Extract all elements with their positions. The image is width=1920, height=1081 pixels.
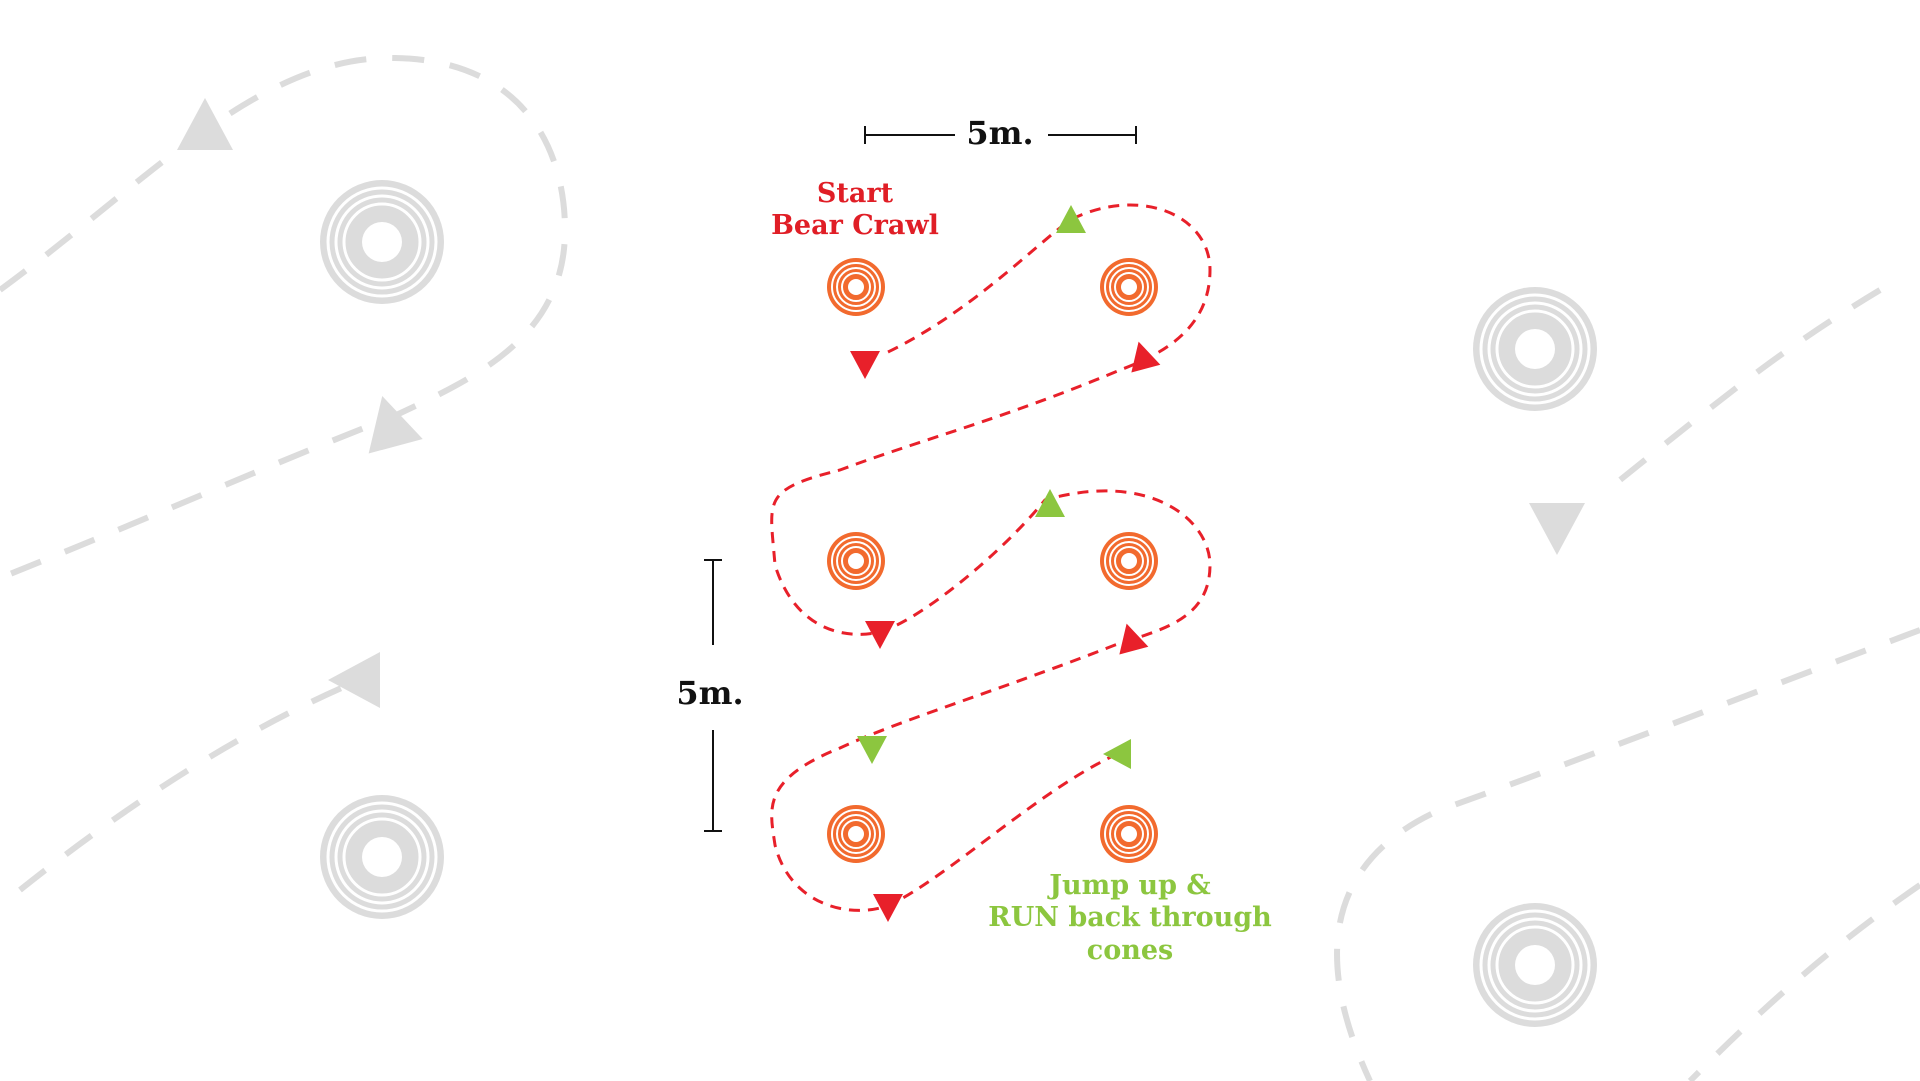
red-arrow-icon — [850, 351, 880, 379]
background-arrow-icon — [355, 388, 423, 454]
background-arrow-icon — [177, 98, 233, 150]
cone-icon — [1099, 804, 1159, 864]
cone-icon — [1099, 257, 1159, 317]
start-label-line: Bear Crawl — [771, 210, 939, 242]
vertical-dimension-label: 5m. — [676, 674, 744, 712]
start-label-line: Start — [816, 178, 894, 209]
cones — [826, 257, 1159, 864]
finish-label-line: RUN back through — [988, 902, 1272, 934]
horizontal-dimension-label: 5m. — [966, 114, 1034, 152]
vertical-dimension — [704, 559, 722, 832]
cone-icon — [826, 531, 886, 591]
cone-icon — [826, 257, 886, 317]
cone-icon — [826, 804, 886, 864]
green-arrow-icon — [1035, 489, 1065, 517]
green-arrow-icon — [1103, 739, 1131, 769]
cone-icon — [1099, 531, 1159, 591]
finish-label-line: Jump up & — [1049, 870, 1211, 901]
background-cones — [318, 178, 1599, 1029]
gray-cone-icon — [318, 793, 446, 921]
background-arrow-icon — [1529, 503, 1585, 555]
gray-cone-icon — [1471, 285, 1599, 413]
gray-cone-icon — [1471, 901, 1599, 1029]
finish-label-line: cones — [1086, 934, 1174, 966]
gray-cone-icon — [318, 178, 446, 306]
green-arrow-icon — [1056, 205, 1086, 233]
background-decoration — [0, 54, 1920, 1081]
green-arrow-icon — [857, 736, 887, 764]
drill-path — [770, 203, 1212, 912]
finish-label: Jump up & RUN back through cones — [960, 870, 1300, 967]
background-dashed-paths — [0, 54, 1920, 1081]
start-label: Start Bear Crawl — [740, 178, 970, 243]
background-arrow-icon — [328, 652, 380, 708]
horizontal-dimension — [864, 126, 1137, 144]
